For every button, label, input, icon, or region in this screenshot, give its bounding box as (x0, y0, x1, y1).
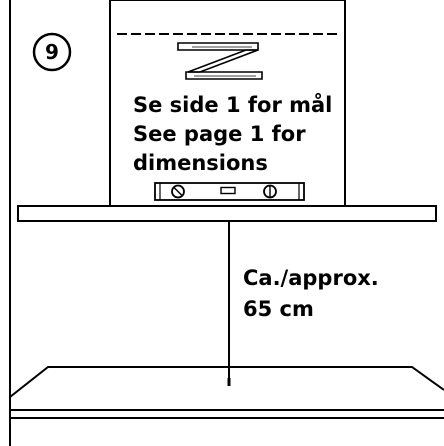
instruction-text-line1: Se side 1 for mål (133, 92, 332, 117)
instruction-text-line3: dimensions (133, 151, 268, 175)
instruction-text-line2: See page 1 for (133, 122, 306, 146)
folding-ruler-icon (177, 42, 263, 80)
measurement-text-line1: Ca./approx. (243, 266, 379, 290)
spirit-level-icon (154, 182, 305, 201)
hood-canopy (17, 205, 437, 222)
step-number-badge (32, 32, 72, 72)
step-number: 9 (45, 40, 59, 64)
cooktop-surface (9, 366, 444, 398)
measurement-text-line2: 65 cm (243, 297, 314, 321)
